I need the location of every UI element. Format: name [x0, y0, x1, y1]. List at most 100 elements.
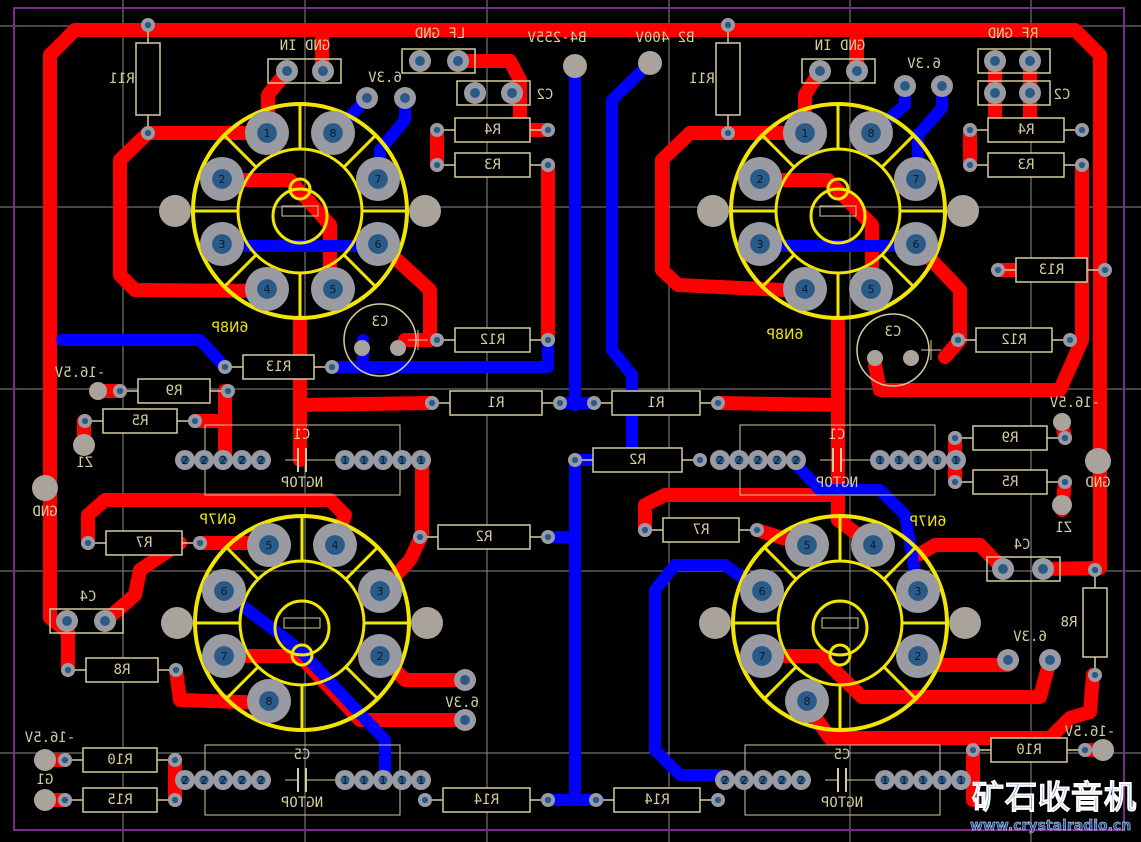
pin-number: 4: [870, 539, 877, 552]
tube-pin: 8: [785, 679, 829, 723]
resistor-r1-right: [594, 390, 718, 416]
pad-number: 2: [755, 454, 762, 467]
resistor-r2-right-label: R2: [629, 452, 646, 468]
pad-hole: [212, 169, 232, 189]
pad-hole: [795, 279, 815, 299]
capacitor-c3-left-label: C3: [372, 314, 389, 330]
pad-hole: [758, 775, 768, 785]
pad-hole: [880, 775, 890, 785]
center-mark: [281, 205, 319, 217]
pad-hole: [750, 169, 770, 189]
resistor-r1-left-pad: [553, 396, 567, 410]
pad-hole: [772, 455, 782, 465]
pad-hole: [951, 434, 959, 442]
pad-hole: [752, 646, 772, 666]
resistor-r3-left: [437, 152, 548, 178]
resistor-r14-right-label: R14: [644, 792, 669, 808]
z1-label-right: Z1: [1056, 520, 1073, 536]
pad-hole: [397, 455, 407, 465]
pad-hole: [256, 775, 266, 785]
pin-number: 7: [759, 650, 766, 663]
pad-hole: [257, 123, 277, 143]
resistor-r13-left-label: R13: [266, 359, 291, 375]
connector-gnd-in-right-pad: [846, 60, 868, 82]
tube-pin: 8: [849, 111, 893, 155]
resistor-body: [454, 152, 531, 178]
resistor-r1-right-label: R1: [648, 395, 665, 411]
socket-spoke: [880, 134, 915, 169]
pin-number: 3: [915, 585, 922, 598]
resistor-r10-right-pad: [966, 743, 980, 757]
resistor-r8-left-pad: [169, 663, 183, 677]
keyhole-key: [826, 177, 850, 201]
resistor-r10-right-pad: [1078, 743, 1092, 757]
capacitor-c5-right-pad-plus: 1: [894, 770, 914, 790]
bottom-copper-trace: [649, 559, 764, 781]
pad-number: 1: [342, 774, 349, 787]
socket-spoke: [344, 546, 379, 581]
resistor-r9-left-pad: [221, 384, 235, 398]
capacitor-c1-left-pad-plus: 1: [373, 450, 393, 470]
resistor-body: [449, 390, 543, 416]
pad-hole: [214, 581, 234, 601]
capacitor-c3-left: [343, 303, 428, 377]
tube-label-right-top: 6N8P: [767, 327, 804, 343]
pad-hole: [416, 533, 424, 541]
capacitor-c1-right-pad-minus: 2: [748, 450, 768, 470]
cap-pad: [390, 340, 406, 356]
capacitor-c2-right: [977, 80, 1051, 106]
resistor-r15-left-pad: [58, 793, 72, 807]
tube-pin: 7: [202, 634, 246, 678]
resistor-r7-right: [645, 517, 757, 543]
capacitor-c4-right: [986, 556, 1061, 582]
tube-pin: 4: [851, 523, 895, 567]
pad-hole: [990, 88, 1000, 98]
pin-number: 7: [221, 650, 228, 663]
resistor-r10-left: [65, 747, 175, 773]
pad-hole: [852, 66, 862, 76]
capacitor-c4-left-outline: [49, 608, 124, 634]
pad-hole: [875, 455, 885, 465]
pad-number: 2: [220, 774, 227, 787]
pad-hole: [84, 539, 92, 547]
pad-hole: [544, 796, 552, 804]
resistor-r3-right: [970, 152, 1082, 178]
pad-hole: [1078, 161, 1086, 169]
pad-hole: [328, 363, 336, 371]
pad-hole: [906, 169, 926, 189]
tube-pin: 7: [894, 157, 938, 201]
pad-hole: [1038, 564, 1048, 574]
resistor-r13-right: [998, 257, 1105, 283]
resistor-r8-left-label: R8: [114, 662, 131, 678]
pin-number: 5: [266, 539, 273, 552]
capacitor-c1-right-pad-minus: 2: [710, 450, 730, 470]
pad-hole: [590, 399, 598, 407]
gnd-pad: [32, 475, 58, 501]
capacitor-c5-left-label: C5: [294, 747, 311, 763]
pad-hole: [956, 775, 966, 785]
pad-hole: [116, 387, 124, 395]
resistor-r14-right-pad: [589, 793, 603, 807]
pad-hole: [237, 455, 247, 465]
pad-hole: [378, 775, 388, 785]
pad-number: 2: [182, 774, 189, 787]
keyhole-key: [288, 177, 312, 201]
gnd-in-label-right: GND IN: [815, 38, 866, 54]
resistor-r8-left: [68, 657, 176, 683]
resistor-body: [613, 787, 701, 813]
resistor-r13-left-pad: [325, 360, 339, 374]
neg-supply-label-right: -16.5V: [1049, 395, 1100, 411]
tube-pin: 4: [245, 267, 289, 311]
pad-hole: [191, 417, 199, 425]
socket-spoke: [761, 253, 796, 288]
pad-hole: [797, 691, 817, 711]
pad-number: 1: [418, 774, 425, 787]
capacitor-c5-right-pad-minus: 2: [791, 770, 811, 790]
resistor-body: [987, 152, 1065, 178]
pad-number: 1: [361, 774, 368, 787]
pad-hole: [172, 666, 180, 674]
pad-hole: [323, 123, 343, 143]
tube-pin: 6: [894, 222, 938, 266]
capacitor-c2-left-pad: [464, 82, 486, 104]
capacitor-c1-right-pad-plus: 1: [908, 450, 928, 470]
